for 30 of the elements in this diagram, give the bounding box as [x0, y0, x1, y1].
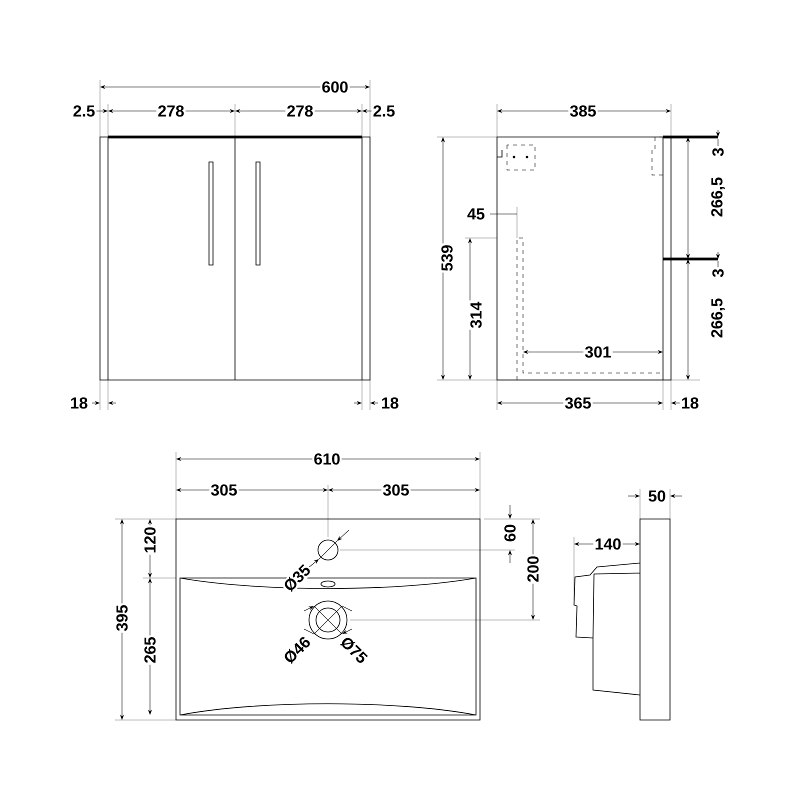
dimension-label: 18 — [382, 397, 398, 409]
dimension-label: 610 — [314, 453, 340, 465]
dimension-label: 18 — [71, 397, 88, 409]
dimension-label: 266,5 — [711, 298, 725, 338]
dimension-label: 3 — [712, 148, 724, 156]
dimension-label: 395 — [116, 605, 128, 631]
dimension-label: 18 — [682, 397, 698, 409]
dimension-label: 2.5 — [73, 105, 95, 117]
dimension-label: 265 — [144, 637, 156, 663]
dimension-label: 200 — [527, 556, 539, 582]
dimension-label: 305 — [383, 484, 409, 496]
dimension-label: 314 — [470, 302, 482, 328]
dimension-label: 278 — [287, 105, 313, 117]
dimension-label: 60 — [504, 524, 516, 542]
dimension-label: 50 — [648, 490, 666, 502]
dimension-label: 278 — [158, 105, 184, 117]
dimension-label: 140 — [596, 538, 621, 550]
dimension-label: Ø75 — [340, 638, 368, 663]
dimension-label: 365 — [565, 397, 591, 409]
dimension-label: 600 — [322, 81, 348, 93]
dimension-label: 266,5 — [711, 177, 725, 216]
dimension-label: 2.5 — [373, 105, 395, 117]
dimension-label: 305 — [211, 484, 237, 496]
dimension-label: 3 — [712, 269, 724, 278]
dimension-label: 45 — [467, 208, 484, 220]
dimension-label: Ø46 — [284, 637, 310, 664]
dimension-label: 120 — [144, 527, 156, 552]
dimension-label: 385 — [570, 105, 596, 117]
dimension-label: 301 — [585, 346, 611, 358]
dimension-label: 539 — [441, 245, 453, 271]
